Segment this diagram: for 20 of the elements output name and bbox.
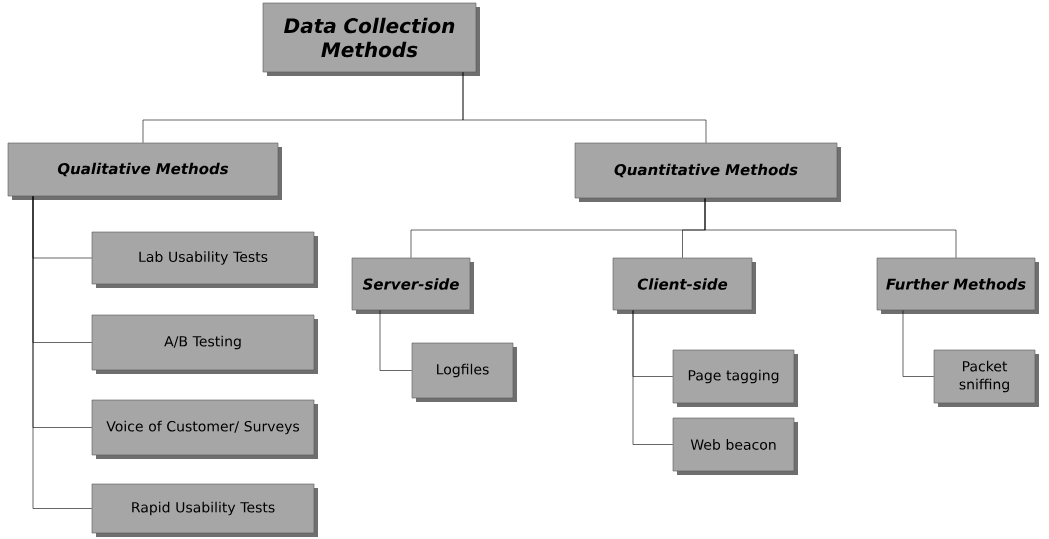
method-box: Lab Usability Tests xyxy=(91,231,318,288)
connector-line xyxy=(632,310,673,445)
method-box: Web beacon xyxy=(672,417,798,475)
title-box: Data Collection Methods xyxy=(262,2,480,76)
method-box: Page tagging xyxy=(672,349,798,407)
connector-line xyxy=(902,310,934,377)
method-box: Voice of Customer/ Surveys xyxy=(91,399,318,459)
heading-box: Quantitative Methods xyxy=(574,142,841,202)
connector-line xyxy=(379,310,412,371)
heading-box: Client-side xyxy=(612,257,756,314)
method-box: Rapid Usability Tests xyxy=(91,483,318,537)
heading-box: Qualitative Methods xyxy=(7,142,282,200)
heading-box: Server-side xyxy=(351,257,474,314)
method-box: Packet sniffing xyxy=(933,349,1039,407)
heading-box: Further Methods xyxy=(876,257,1039,314)
connector-line xyxy=(32,196,92,509)
method-box: Logfiles xyxy=(411,342,517,402)
method-box: A/B Testing xyxy=(91,314,318,374)
connector-line xyxy=(704,198,957,258)
connector-line xyxy=(462,72,707,143)
